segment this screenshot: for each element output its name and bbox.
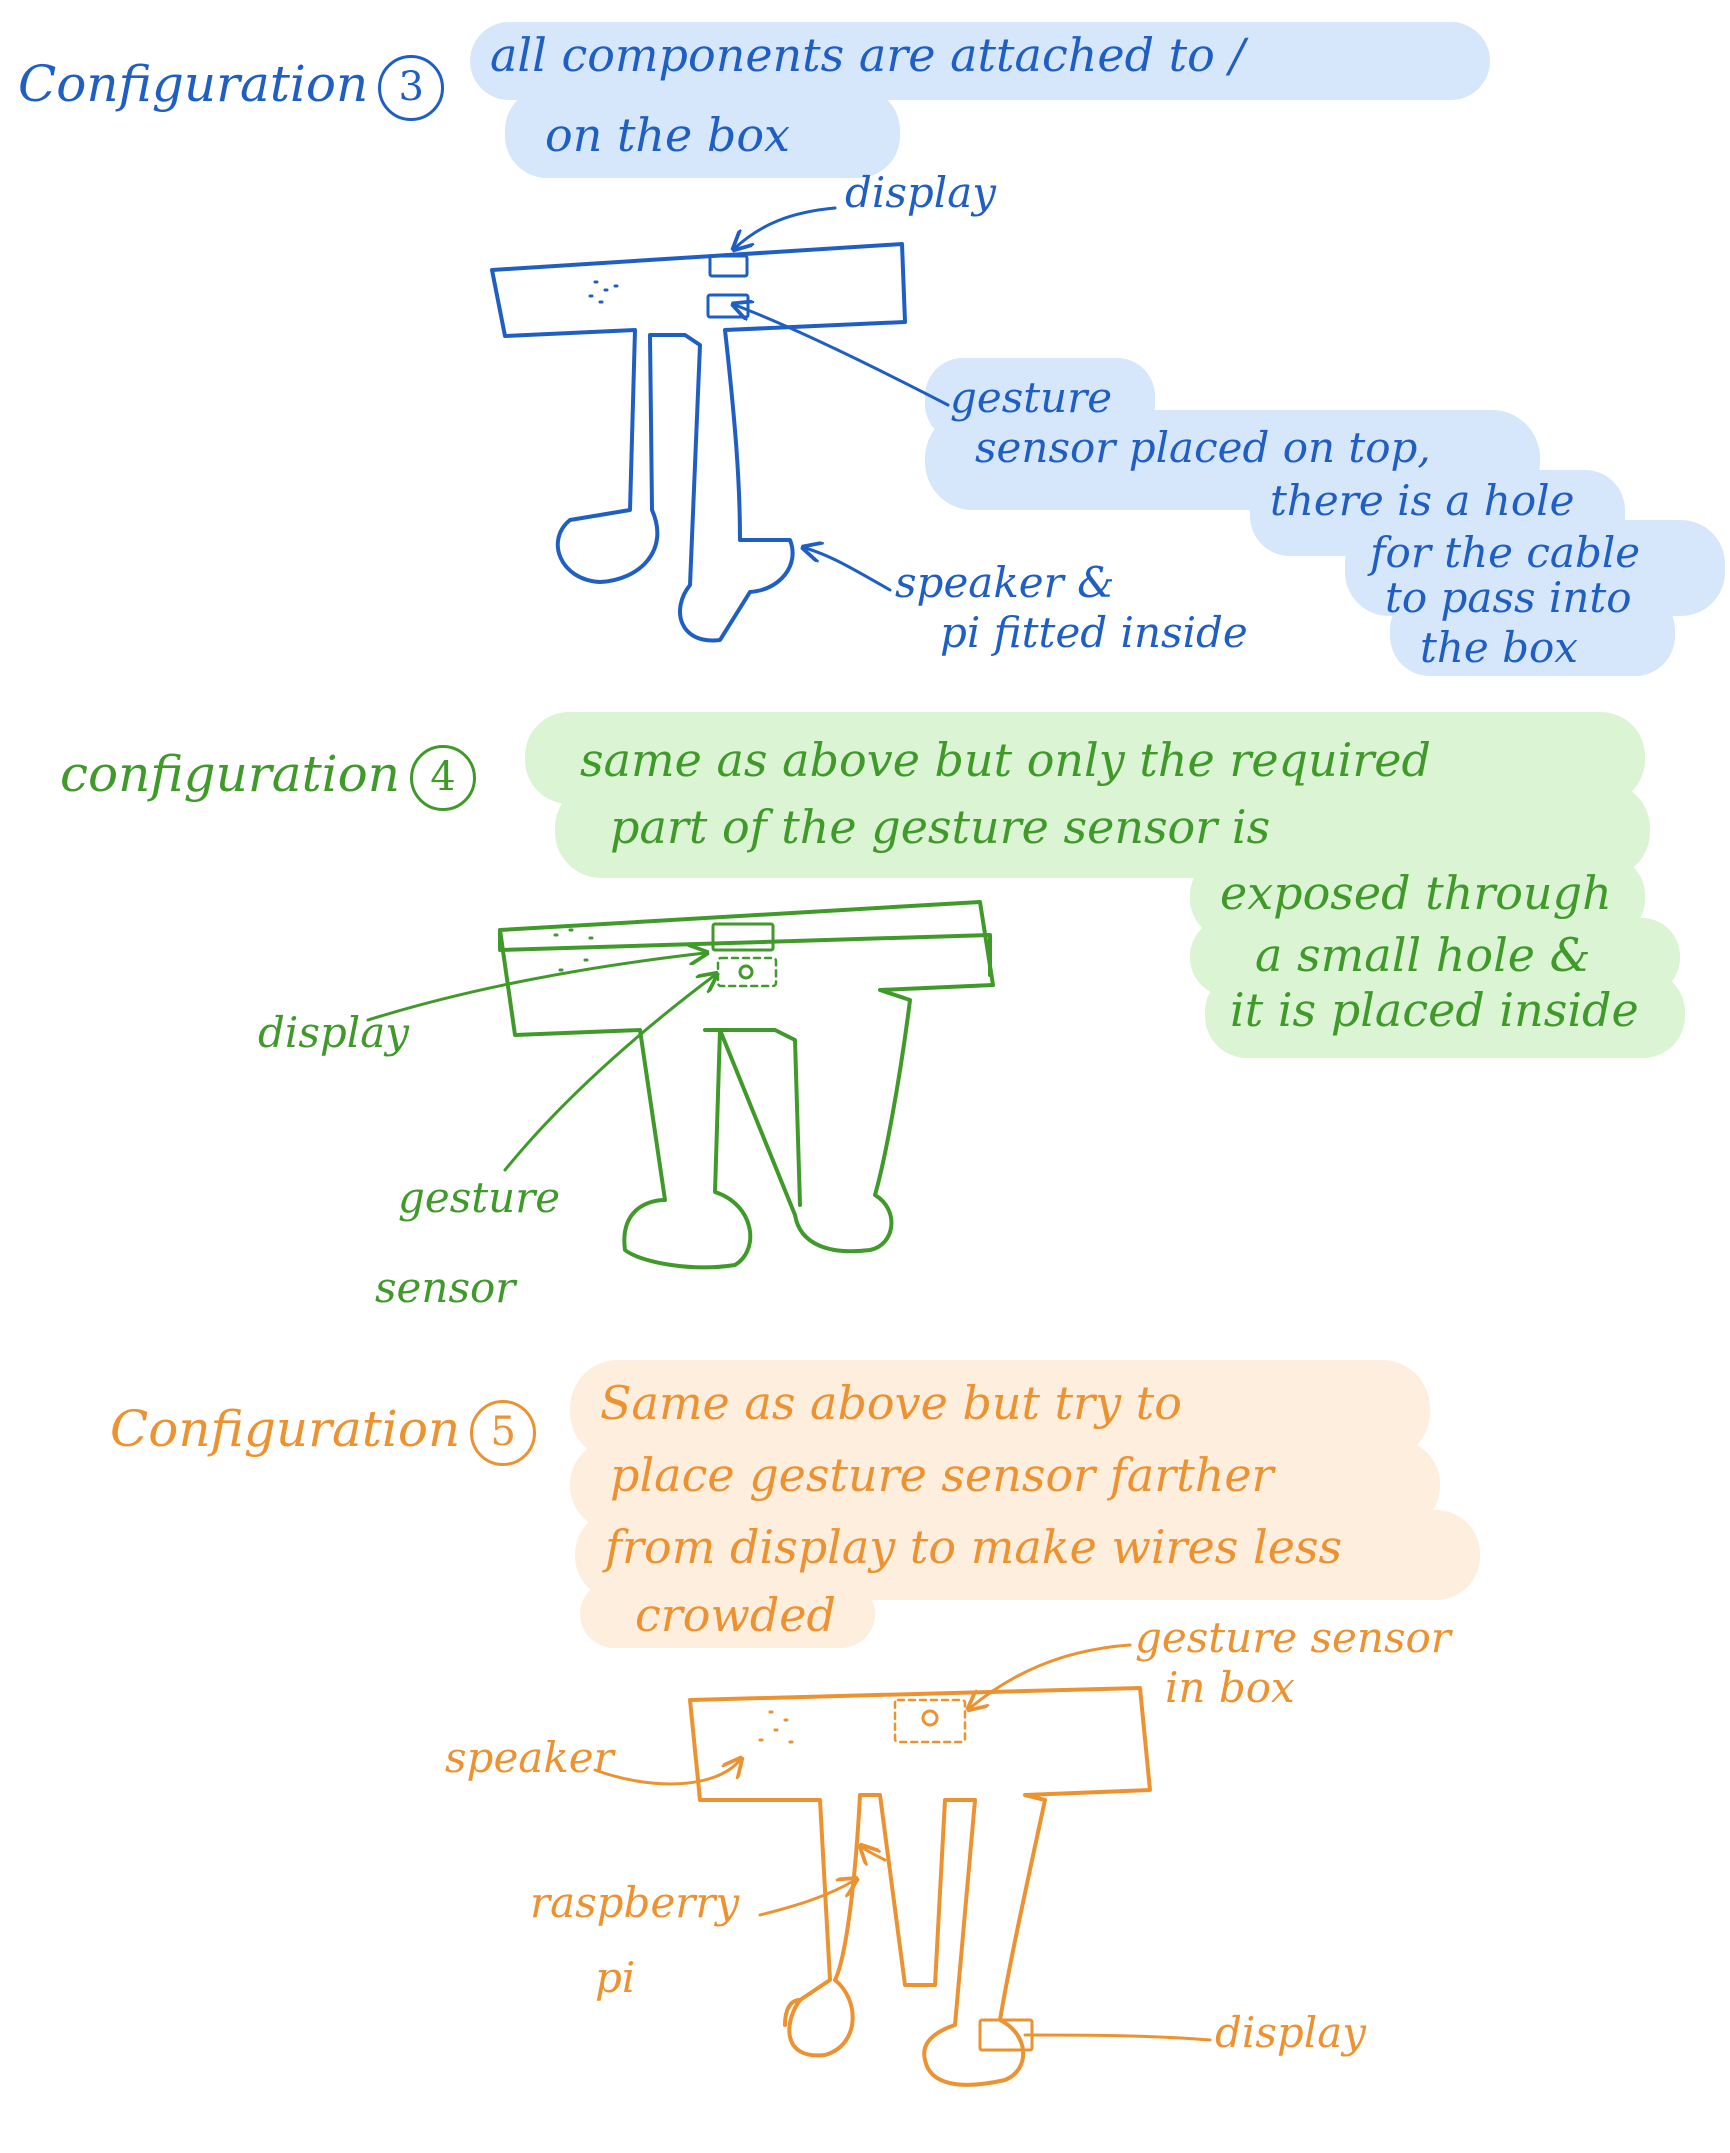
config5-box-drawing — [593, 1643, 1212, 2087]
config5-display-label: display — [1215, 2008, 1366, 2057]
config4-note-line-5: it is placed inside — [1230, 983, 1639, 1037]
config3-note-line-1: all components are attached to / — [490, 28, 1245, 82]
highlight-config3-gesture — [925, 358, 1725, 676]
config3-gesture-line-2: sensor placed on top, — [975, 423, 1431, 472]
config5-note-line-2: place gesture sensor farther — [610, 1448, 1274, 1502]
config4-gesture-line-2: sensor — [375, 1263, 516, 1312]
config3-display-label: display — [845, 168, 996, 217]
config4-box-drawing — [366, 900, 995, 1270]
config5-gesture-line-2: in box — [1165, 1663, 1295, 1712]
config4-note-line-3: exposed through — [1220, 866, 1612, 920]
config5-raspberry-line-1: raspberry — [530, 1878, 740, 1927]
config5-note-line-4: crowded — [635, 1588, 836, 1642]
highlight-config4-note — [525, 712, 1685, 1058]
config4-note-line-2: part of the gesture sensor is — [610, 800, 1271, 854]
config3-gesture-line-3: there is a hole — [1270, 476, 1575, 525]
config3-title-text: Configuration — [18, 55, 369, 113]
config3-gesture-line-4: for the cable — [1370, 528, 1641, 577]
config3-speaker-line-2: pi fitted inside — [940, 608, 1248, 657]
config4-note-line-1: same as above but only the required — [580, 733, 1431, 787]
config3-box-drawing — [490, 206, 950, 643]
config3-gesture-line-1: gesture — [950, 373, 1113, 422]
config3-gesture-line-5: to pass into — [1385, 573, 1632, 622]
config5-note-line-3: from display to make wires less — [605, 1520, 1343, 1574]
config4-title-text: configuration — [60, 745, 400, 803]
config5-note-line-1: Same as above but try to — [600, 1376, 1182, 1430]
config5-number: 5 — [470, 1400, 537, 1466]
config5-gesture-line-1: gesture sensor — [1135, 1613, 1451, 1662]
config4-display-label: display — [258, 1008, 409, 1057]
highlight-config5-note — [570, 1360, 1480, 1648]
config3-note-line-2: on the box — [545, 108, 790, 162]
config3-number: 3 — [378, 55, 445, 121]
config3-speaker-line-1: speaker & — [895, 558, 1115, 607]
highlight-config3-note — [470, 22, 1490, 178]
config4-note-line-4: a small hole & — [1255, 928, 1591, 982]
config5-raspberry-line-2: pi — [595, 1953, 636, 2002]
config5-title-text: Configuration — [110, 1400, 461, 1458]
config4-number: 4 — [409, 745, 476, 811]
config3-gesture-line-6: the box — [1420, 623, 1578, 672]
config5-speaker-label: speaker — [445, 1733, 614, 1782]
config4-gesture-line-1: gesture — [398, 1173, 561, 1222]
